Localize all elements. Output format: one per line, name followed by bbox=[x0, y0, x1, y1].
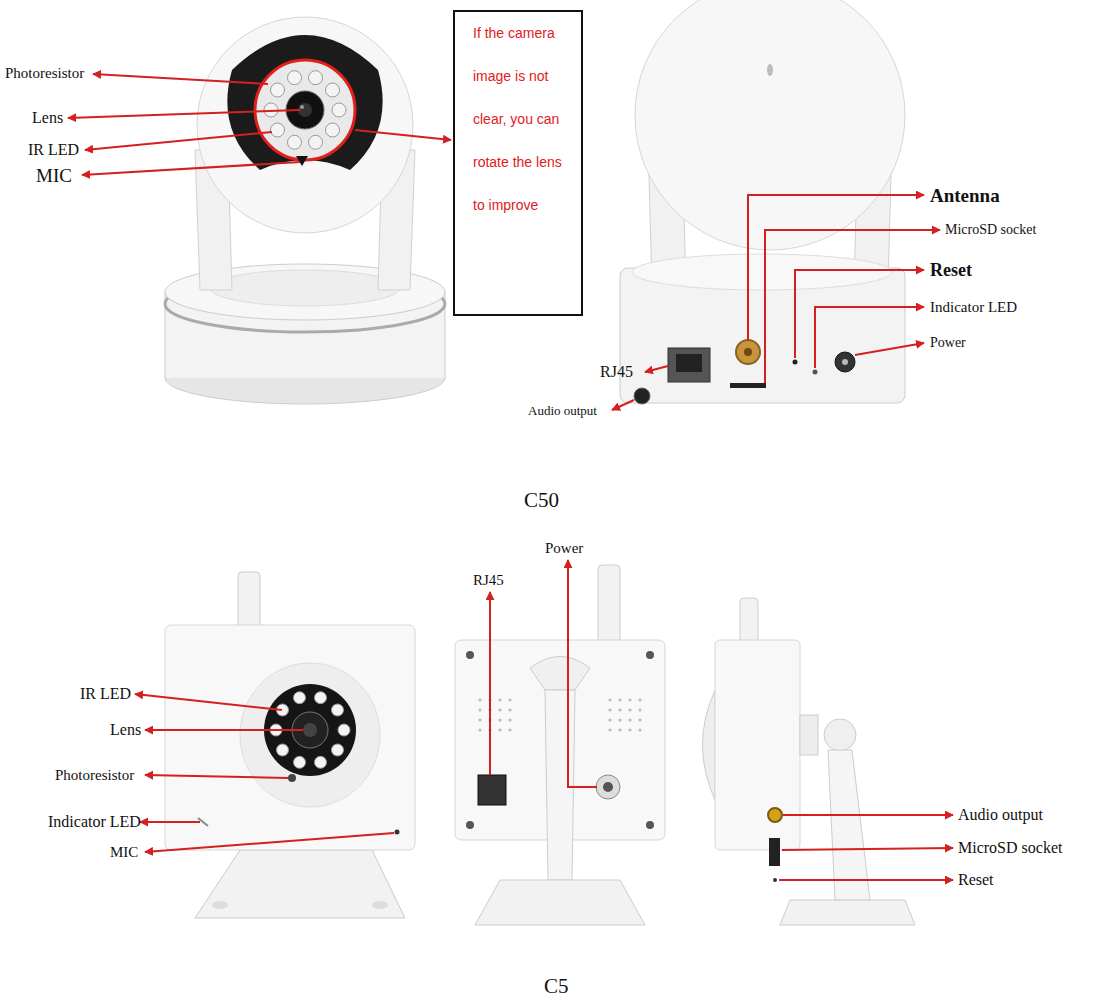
c50-front-camera bbox=[165, 17, 445, 404]
part-label: Indicator LED bbox=[930, 300, 1017, 315]
part-label: Power bbox=[545, 541, 583, 556]
c5-back-camera bbox=[455, 565, 665, 925]
part-label: Lens bbox=[110, 722, 141, 738]
part-label: RJ45 bbox=[600, 364, 633, 380]
model-caption: C50 bbox=[524, 490, 559, 511]
callout-box: If the camera image is not clear, you ca… bbox=[453, 10, 583, 316]
part-label: MicroSD socket bbox=[958, 840, 1062, 856]
part-label: Indicator LED bbox=[48, 814, 141, 830]
part-label: IR LED bbox=[80, 686, 131, 702]
c50-back-leaders bbox=[612, 195, 940, 410]
part-label: Audio output bbox=[528, 404, 597, 417]
part-label: IR LED bbox=[28, 142, 79, 158]
part-label: MIC bbox=[36, 166, 72, 185]
c5-front-leaders bbox=[135, 694, 394, 852]
c50-back-camera bbox=[620, 0, 905, 404]
part-label: RJ45 bbox=[473, 573, 504, 588]
part-label: Photoresistor bbox=[5, 66, 84, 81]
c5-side-camera bbox=[703, 598, 916, 925]
c5-front-camera bbox=[165, 572, 415, 918]
part-label: MicroSD socket bbox=[945, 223, 1036, 237]
part-label: Reset bbox=[930, 261, 972, 279]
part-label: MIC bbox=[110, 845, 138, 860]
c50-front-leaders bbox=[68, 74, 451, 175]
c5-back-leaders bbox=[490, 560, 597, 787]
model-caption: C5 bbox=[544, 976, 569, 997]
c5-side-leaders bbox=[779, 815, 953, 880]
part-label: Photoresistor bbox=[55, 768, 134, 783]
part-label: Reset bbox=[958, 872, 994, 888]
part-label: Lens bbox=[32, 110, 63, 126]
part-label: Power bbox=[930, 336, 966, 350]
part-label: Antenna bbox=[930, 186, 1000, 205]
part-label: Audio output bbox=[958, 807, 1043, 823]
callout-note: If the camera image is not clear, you ca… bbox=[473, 12, 563, 227]
